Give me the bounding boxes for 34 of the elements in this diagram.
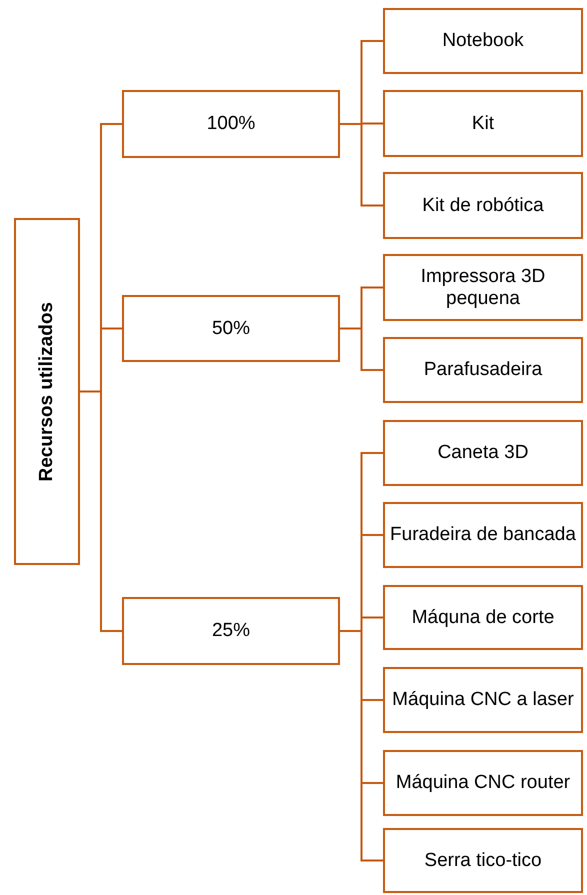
category-box [383, 828, 583, 893]
category-box [383, 172, 583, 239]
connector-line [340, 328, 383, 371]
node-label: Serra tico-tico [424, 850, 542, 872]
node-label: Notebook [442, 30, 524, 52]
category-box [383, 337, 583, 403]
category-box [383, 254, 583, 321]
node-label: Kit [472, 112, 494, 134]
node-label: Recursos utilizados [36, 302, 58, 482]
category-box [122, 597, 340, 665]
node-label: 25% [212, 620, 250, 642]
node-label: 100% [206, 113, 256, 135]
category-box [122, 90, 340, 158]
node-label: Kit de robótica [422, 194, 544, 216]
node-label: Impressora 3D pequena [420, 266, 546, 310]
node-label: Máquina CNC router [396, 772, 570, 794]
node-label: Caneta 3D [438, 442, 528, 464]
root-box [14, 218, 80, 565]
node-label: 50% [212, 318, 250, 340]
node-label: Máquina CNC a laser [392, 689, 574, 711]
node-label: Parafusadeira [424, 359, 542, 381]
category-box [383, 502, 583, 568]
category-box [383, 667, 583, 733]
node-label: Máquna de corte [412, 606, 554, 628]
category-box [383, 90, 583, 157]
category-box [383, 750, 583, 816]
node-label: Furadeira de bancada [390, 524, 576, 546]
category-box [383, 585, 583, 650]
connector-line [340, 630, 383, 862]
connector-line [80, 390, 122, 632]
connector-line [340, 123, 383, 206]
category-box [122, 295, 340, 362]
category-box [383, 420, 583, 486]
category-box [383, 8, 583, 74]
